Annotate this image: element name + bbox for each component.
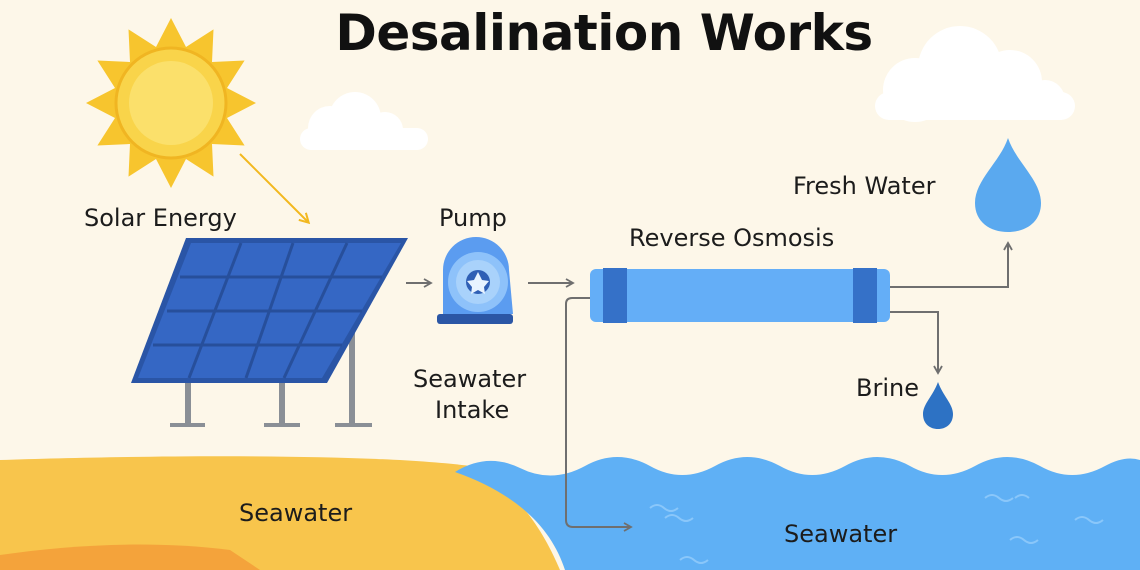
cloud-icon — [300, 92, 428, 150]
sun-icon — [86, 18, 256, 188]
brine-drop-icon — [923, 382, 953, 429]
label-pump: Pump — [439, 204, 507, 232]
sun-ray-arrow — [239, 153, 308, 222]
pump-icon — [437, 237, 513, 324]
arrow-fresh-water-output — [890, 241, 1013, 288]
label-solar-energy: Solar Energy — [84, 204, 237, 232]
arrow-seawater-intake — [565, 297, 633, 532]
label-seawater-sea: Seawater — [784, 520, 898, 548]
sea-area — [455, 457, 1140, 570]
membrane-icon — [590, 268, 890, 323]
wet-sand — [0, 544, 260, 570]
label-fresh-water: Fresh Water — [793, 172, 936, 200]
label-reverse-osmosis: Reverse Osmosis — [629, 224, 835, 252]
label-seawater-intake-line1: Seawater — [413, 365, 527, 393]
cloud-icon — [875, 26, 1075, 122]
solar-panel-icon — [131, 238, 408, 427]
page-title: Desalination Works — [335, 4, 873, 62]
sand-area — [0, 456, 560, 570]
label-brine: Brine — [856, 374, 919, 402]
label-seawater-beach: Seawater — [239, 499, 353, 527]
fresh-water-drop-icon — [975, 138, 1041, 232]
wave-marks — [649, 494, 1104, 564]
arrow-brine-output — [890, 311, 943, 375]
label-seawater-intake-line2: Intake — [435, 396, 510, 424]
